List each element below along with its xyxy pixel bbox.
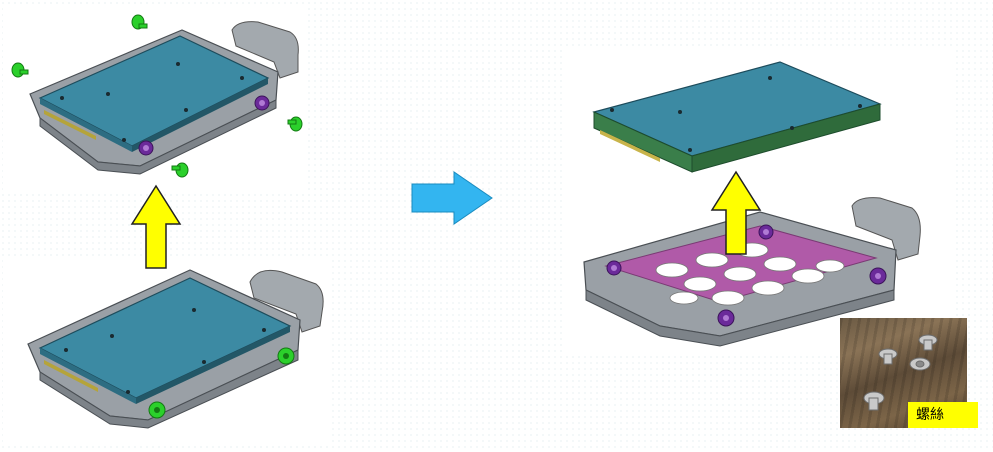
photo-caption: 螺絲	[908, 402, 978, 428]
screw-hole-icon	[138, 95, 270, 156]
screw-icon	[11, 14, 303, 178]
screw-icon	[148, 347, 295, 419]
drive-in-tray-exploded-illustration	[11, 14, 303, 178]
right-arrow-icon	[411, 171, 493, 225]
screw-icon	[863, 334, 938, 411]
drive-in-tray-assembled-illustration	[27, 269, 324, 429]
screw-hole-icon	[606, 224, 887, 327]
up-arrow-icon	[710, 170, 762, 255]
up-arrow-icon	[130, 184, 182, 269]
